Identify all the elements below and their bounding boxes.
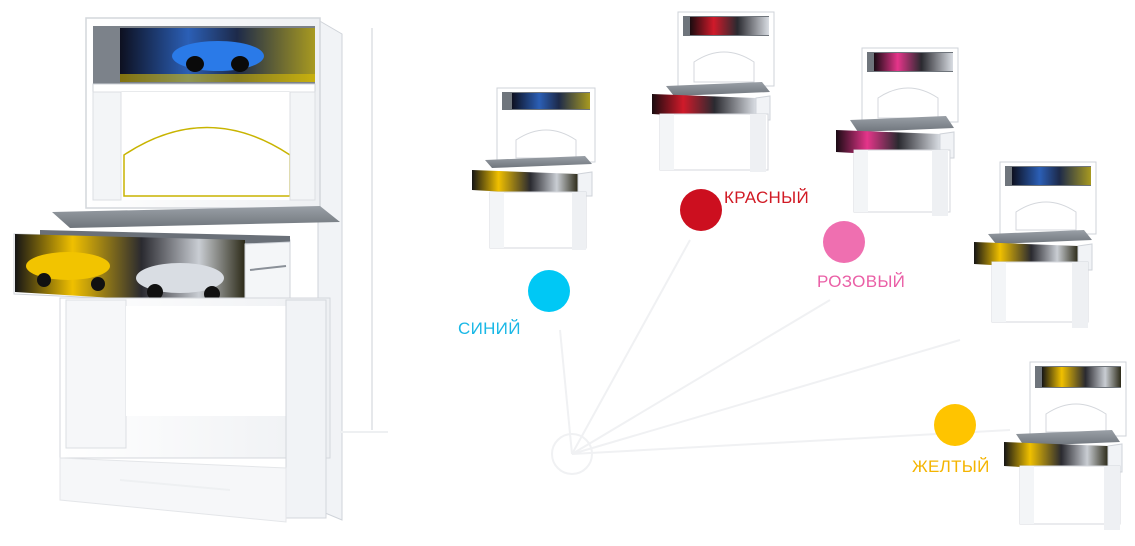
desk-variant-pink <box>836 47 959 216</box>
poster-top-main <box>120 28 315 82</box>
swatch-dot-yellow <box>934 404 976 446</box>
swatch-dot-red <box>680 189 722 231</box>
desk-variant-blue-2 <box>974 161 1097 328</box>
swatch-dot-blue <box>528 270 570 312</box>
desk-variant-blue <box>472 87 596 250</box>
desk-main <box>13 17 388 523</box>
desk-variant-red <box>652 11 775 172</box>
swatch-label-yellow: ЖЕЛТЫЙ <box>912 457 990 476</box>
connector-lines <box>551 239 1011 475</box>
swatch-label-pink: РОЗОВЫЙ <box>817 272 906 291</box>
desk-variant-yellow <box>1004 361 1127 530</box>
swatch-label-blue: СИНИЙ <box>458 319 521 338</box>
swatch-label-red: КРАСНЫЙ <box>724 188 809 207</box>
poster-drawer-main <box>15 234 245 306</box>
swatch-dot-pink <box>823 221 865 263</box>
